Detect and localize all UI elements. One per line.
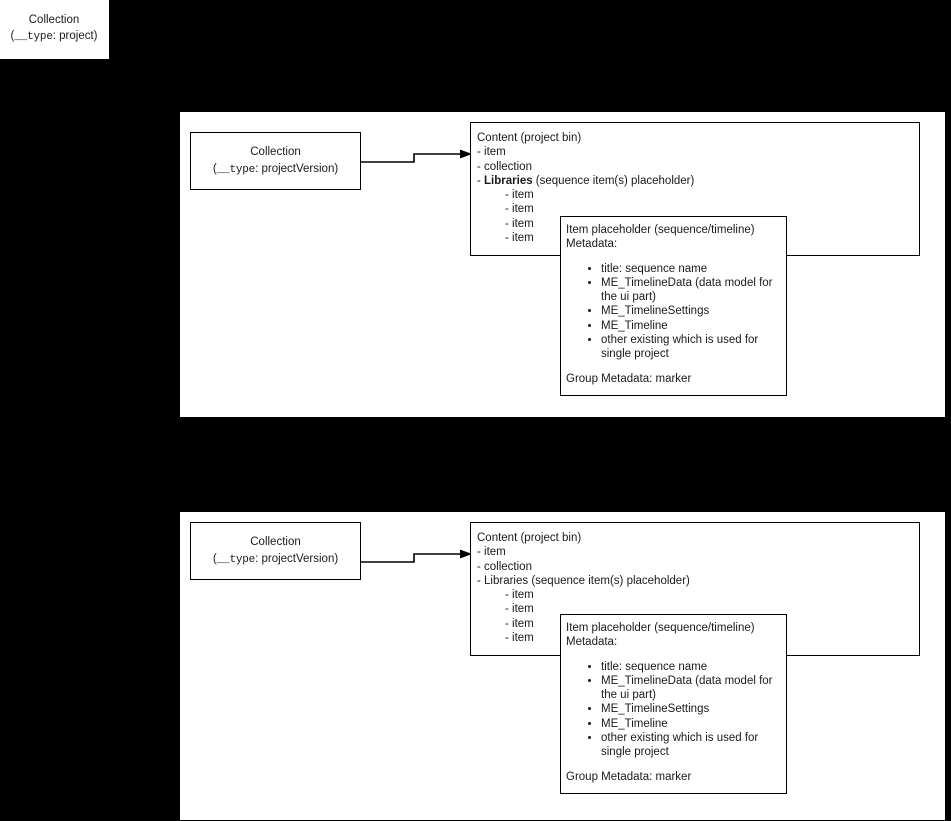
type-value: projectVersion: [261, 552, 335, 565]
collection-title-top: Collection: [250, 145, 301, 158]
content-subitem-top-3: - item: [505, 232, 534, 245]
item-metadata-bullet: ME_TimelineSettings: [601, 702, 786, 716]
item-placeholder-box-bottom[interactable]: Item placeholder (sequence/timeline) Met…: [560, 614, 787, 794]
type-value: projectVersion: [261, 162, 335, 175]
collection-projectversion-box-bottom[interactable]: Collection (__type: projectVersion): [190, 522, 361, 580]
libraries-label: Libraries: [484, 174, 533, 187]
libraries-suffix: (sequence item(s) placeholder): [528, 574, 690, 587]
item-metadata-bullet: title: sequence name: [601, 660, 786, 674]
type-sep: :: [52, 30, 60, 43]
collection-project-type: (__type: project): [10, 28, 97, 46]
item-header-line1-top: Item placeholder (sequence/timeline): [566, 224, 755, 236]
content-row-item-top: - item: [477, 146, 506, 159]
content-row-item-bottom: - item: [477, 546, 506, 559]
item-placeholder-box-top[interactable]: Item placeholder (sequence/timeline) Met…: [560, 216, 787, 396]
item-metadata-bullet: other existing which is used for single …: [601, 731, 786, 760]
item-metadata-bullet: ME_TimelineSettings: [601, 304, 786, 318]
item-metadata-bullet: ME_Timeline: [601, 717, 786, 731]
content-row-collection-bottom: - collection: [477, 560, 532, 573]
type-value: project: [59, 30, 94, 43]
content-row-collection-top: - collection: [477, 160, 532, 173]
item-metadata-bullet: ME_TimelineData (data model for the ui p…: [601, 276, 786, 305]
content-subitem-top-1: - item: [505, 203, 534, 216]
paren-close: ): [334, 162, 339, 175]
content-subitem-bottom-0: - item: [505, 589, 534, 602]
content-subitem-bottom-2: - item: [505, 617, 534, 630]
paren-close: ): [334, 552, 339, 565]
item-group-metadata-top: Group Metadata: marker: [566, 372, 692, 385]
libraries-dash: -: [477, 574, 485, 587]
collection-type-top: (__type: projectVersion): [213, 161, 338, 179]
content-header-bottom: Content (project bin): [477, 532, 582, 544]
libraries-suffix: (sequence item(s) placeholder): [532, 174, 695, 187]
paren-close: ): [93, 30, 98, 43]
content-row-libraries-bottom: - Libraries (sequence item(s) placeholde…: [477, 574, 919, 588]
collection-project-box[interactable]: Collection (__type: project): [0, 0, 110, 60]
item-metadata-bullet: title: sequence name: [601, 262, 786, 276]
item-header-line2-bottom: Metadata:: [566, 636, 618, 649]
item-metadata-bullet: ME_Timeline: [601, 319, 786, 333]
connector-arrow-top: [360, 149, 472, 163]
paren-open: (: [10, 30, 15, 43]
content-subitem-bottom-3: - item: [505, 632, 534, 645]
collection-title-bottom: Collection: [250, 535, 301, 548]
type-sep: :: [255, 162, 262, 175]
item-metadata-bullet: other existing which is used for single …: [601, 333, 786, 362]
content-subitem-top-0: - item: [505, 189, 534, 202]
paren-open: (: [212, 552, 217, 565]
type-key: __type: [216, 553, 256, 566]
libraries-dash: -: [477, 174, 485, 187]
libraries-label: Libraries: [484, 574, 529, 587]
content-subitem-top-2: - item: [505, 217, 534, 230]
item-metadata-list-top: title: sequence name ME_TimelineData (da…: [566, 262, 786, 362]
type-sep: :: [255, 552, 262, 565]
item-header-line2-top: Metadata:: [566, 238, 618, 251]
connector-arrow-bottom: [360, 549, 472, 563]
item-header-line1-bottom: Item placeholder (sequence/timeline): [566, 622, 755, 634]
type-key: __type: [216, 163, 256, 176]
collection-project-title: Collection: [28, 13, 80, 26]
item-metadata-list-bottom: title: sequence name ME_TimelineData (da…: [566, 660, 786, 760]
content-subitem-bottom-1: - item: [505, 603, 534, 616]
item-metadata-bullet: ME_TimelineData (data model for the ui p…: [601, 674, 786, 703]
content-header-top: Content (project bin): [477, 132, 582, 144]
type-key: __type: [14, 31, 53, 44]
content-row-libraries-top: - Libraries (sequence item(s) placeholde…: [477, 174, 919, 188]
collection-type-bottom: (__type: projectVersion): [213, 551, 338, 569]
item-group-metadata-bottom: Group Metadata: marker: [566, 770, 692, 783]
paren-open: (: [212, 162, 217, 175]
collection-projectversion-box-top[interactable]: Collection (__type: projectVersion): [190, 132, 361, 190]
